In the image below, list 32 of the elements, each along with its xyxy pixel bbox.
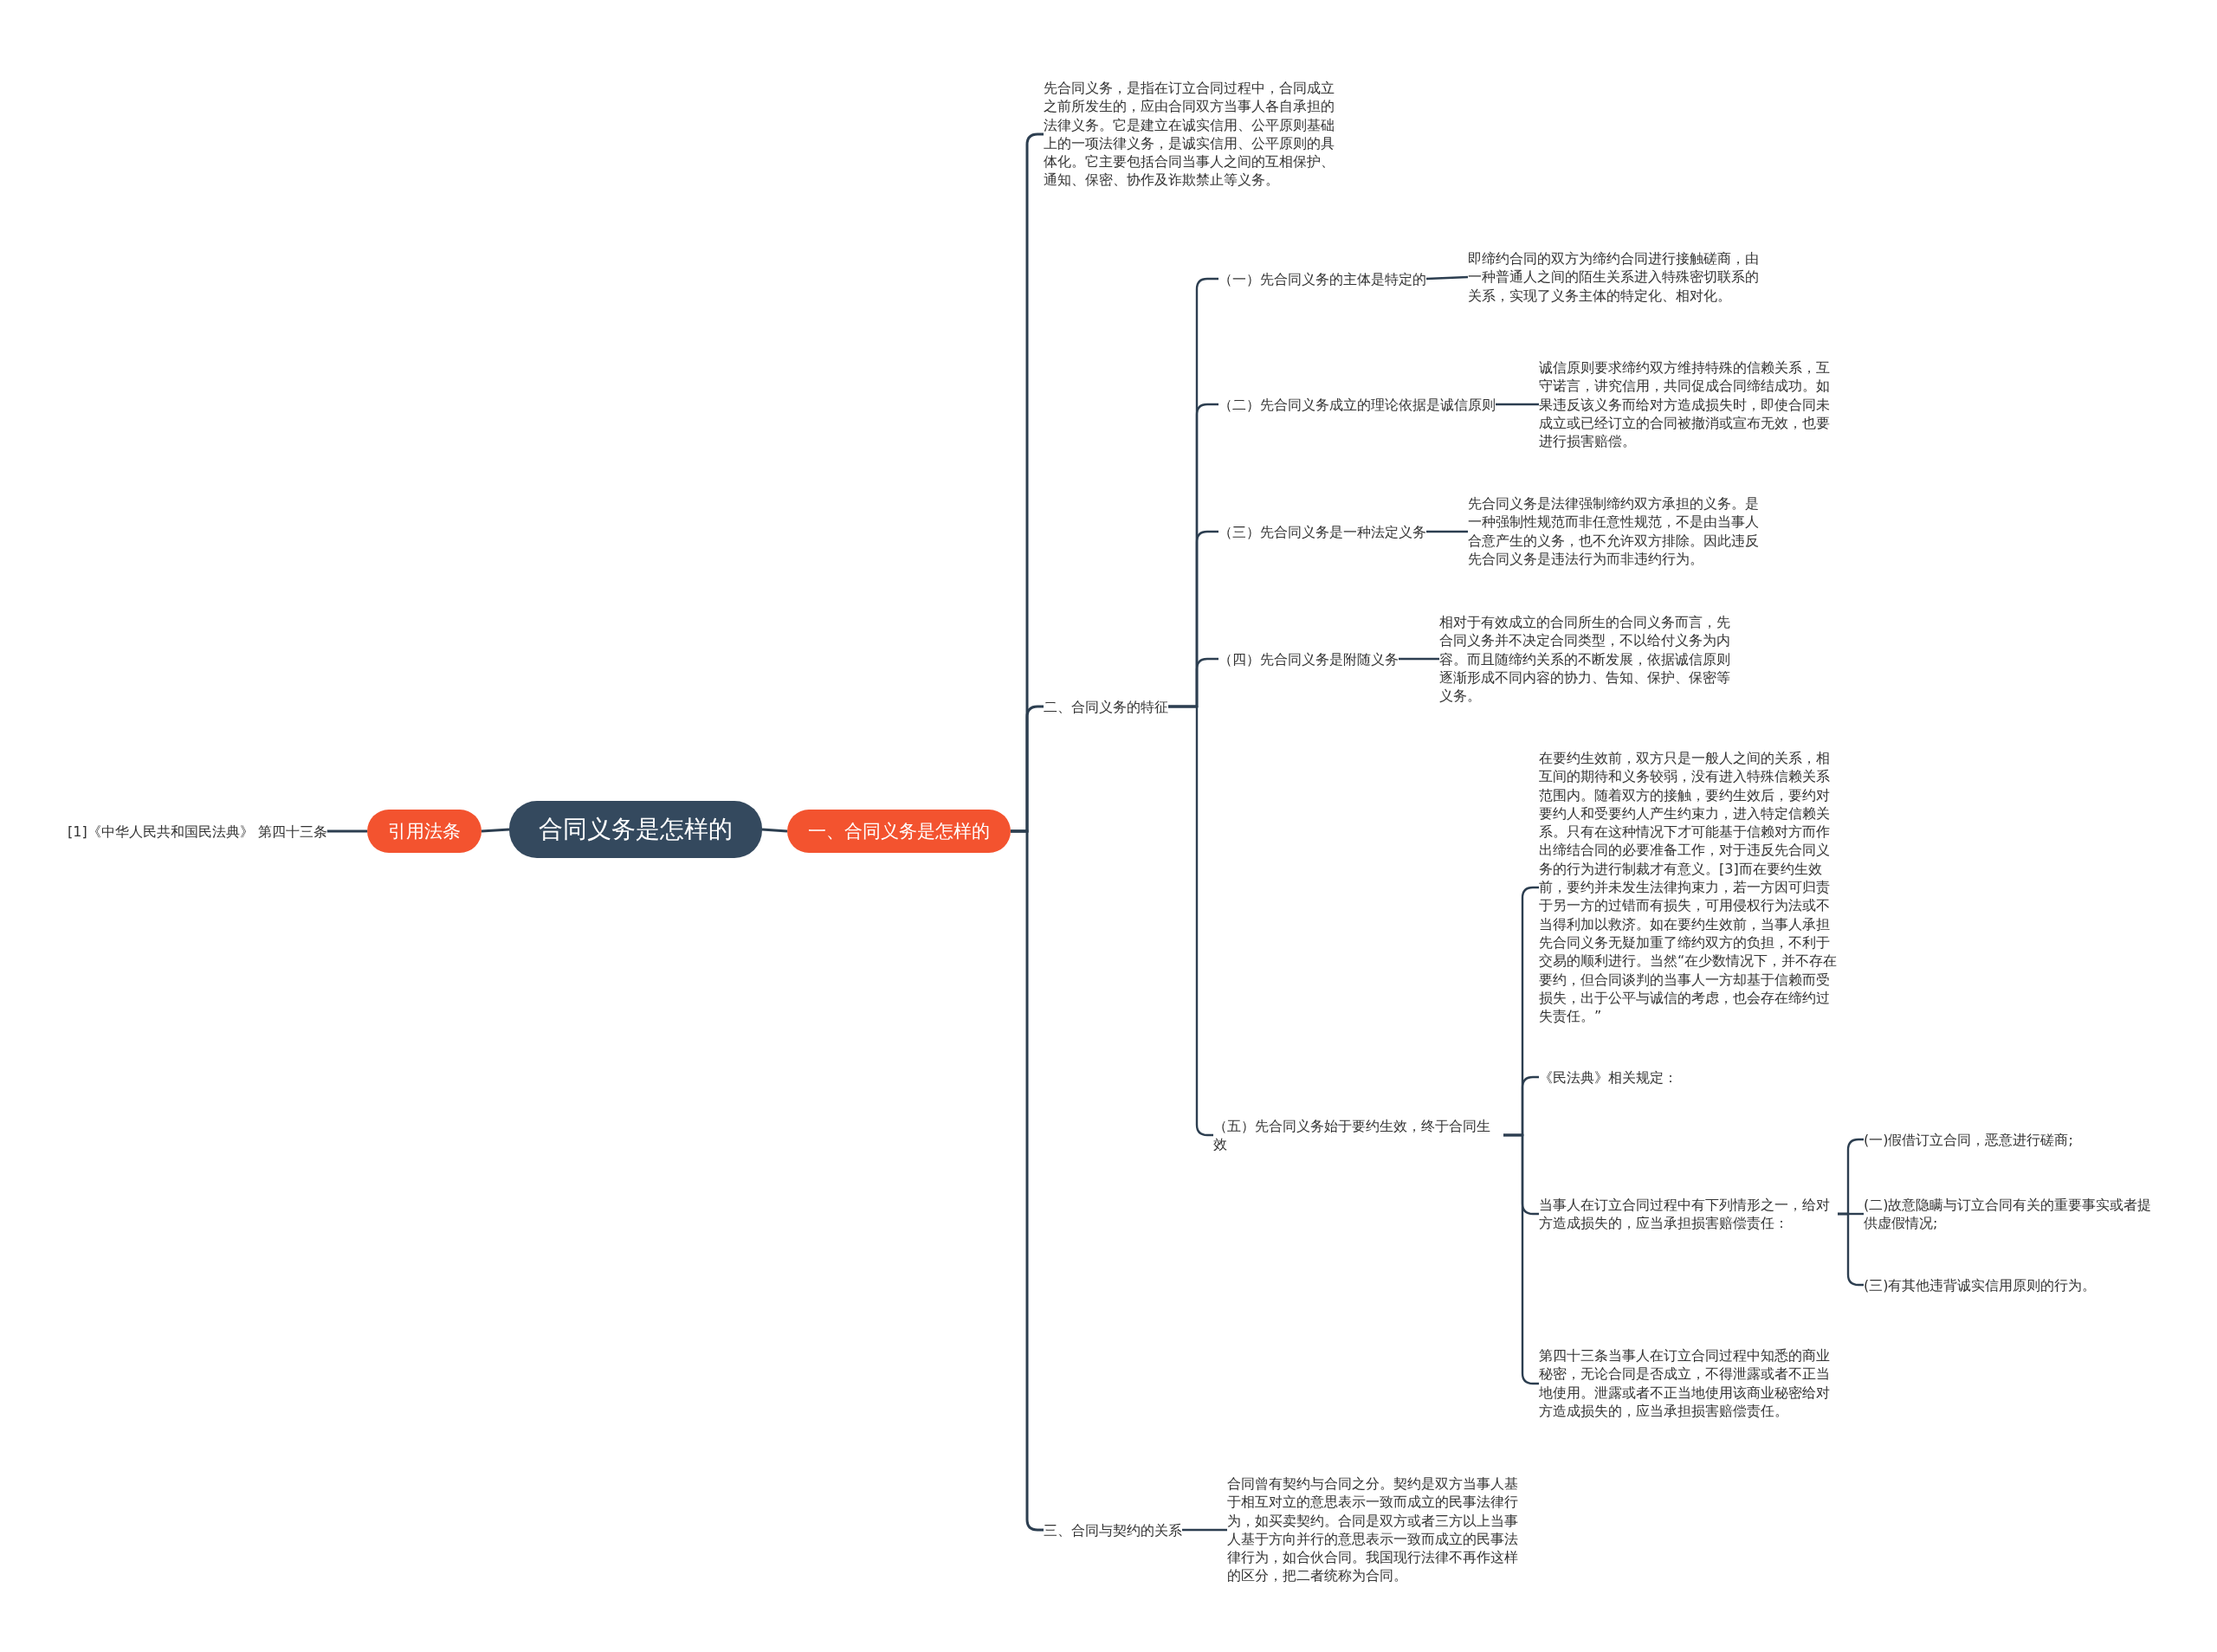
note-text: 当事人在订立合同过程中有下列情形之一，给对方造成损失的，应当承担损害赔偿责任：	[1539, 1195, 1838, 1233]
subtopic-label: 二、合同义务的特征	[1044, 697, 1168, 716]
connector-line	[1425, 275, 1469, 281]
note-text: 即缔约合同的双方为缔约合同进行接触磋商，由一种普通人之间的陌生关系进入特殊密切联系的关系，实现了义务主体的特定化、相对化。	[1468, 249, 1762, 305]
note-text: 先合同义务，是指在订立合同过程中，合同成立之前所发生的，应由合同双方当事人各自承担的法律义务。它是建立在诚实信用、公平原则基础上的一项法律义务，是诚实信用、公平原则的具体化。它主要包括合同当事人之间的互相保护、通知、保密、协作及诈欺禁止等义务。	[1044, 79, 1338, 190]
connector-line	[481, 828, 510, 833]
note-text: 在要约生效前，双方只是一般人之间的关系，相互间的期待和义务较弱，没有进入特殊信赖关系范围内。随着双方的接触，要约生效后，要约对要约人和受要约人产生约束力，进入特定信赖关系。只有在这种情况下才可能基于信赖对方而作出缔结合同的必要准备工作，对于违反先合同义务的行为进行制裁才有意义。[3]而在要约生效前，要约并未发生法律拘束力，若一方因可归责于另一方的过错而有损失，可用侵权行为法或不当得利加以救济。如在要约生效前，当事人承担先合同义务无疑加重了缔约双方的负担，不利于交易的顺利进行。当然“在少数情况下，并不存在要约，但合同谈判的当事人一方却基于信赖而受损失，出于公平与诚信的考虑，也会存在缔约过失责任。”	[1539, 749, 1838, 1026]
note-text: 先合同义务是法律强制缔约双方承担的义务。是一种强制性规范而非任意性规范，不是由当事人合意产生的义务，也不允许双方排除。因此违反先合同义务是违法行为而非违约行为。	[1468, 494, 1762, 569]
subtopic-label: （二）先合同义务成立的理论依据是诚信原则	[1218, 395, 1496, 414]
connector-line	[1426, 530, 1468, 533]
central-topic: 合同义务是怎样的	[509, 801, 762, 858]
branch-topic: 引用法条	[367, 810, 482, 853]
note-text: 合同曾有契约与合同之分。契约是双方当事人基于相互对立的意思表示一致而成立的民事法律行为，如买卖契约。合同是双方或者三方以上当事人基于方向并行的意思表示一致而成立的民事法律行为，如合伙合同。我国现行法律不再作这样的区分，把二者统称为合同。	[1227, 1475, 1522, 1585]
connector-line	[1399, 657, 1439, 661]
branch-topic: 一、合同义务是怎样的	[787, 810, 1011, 853]
connector-line	[761, 828, 788, 833]
connector-line	[1496, 403, 1539, 406]
subtopic-label: [1]《中华人民共和国民法典》 第四十三条	[68, 822, 327, 841]
subtopic-label: (二)故意隐瞒与订立合同有关的重要事实或者提供虚假情况;	[1864, 1196, 2158, 1232]
subtopic-label: (三)有其他违背诚实信用原则的行为。	[1864, 1275, 2097, 1294]
subtopic-label: (一)假借订立合同，恶意进行磋商;	[1864, 1130, 2073, 1149]
subtopic-label: （五）先合同义务始于要约生效，终于合同生效	[1213, 1117, 1503, 1153]
connector-line	[1182, 1528, 1227, 1532]
subtopic-label: 《民法典》相关规定：	[1539, 1068, 1677, 1087]
subtopic-label: （一）先合同义务的主体是特定的	[1218, 269, 1426, 288]
connector-line	[326, 829, 367, 833]
subtopic-label: 三、合同与契约的关系	[1044, 1520, 1182, 1539]
subtopic-label: （三）先合同义务是一种法定义务	[1218, 522, 1426, 541]
subtopic-label: （四）先合同义务是附随义务	[1218, 649, 1399, 668]
note-text: 相对于有效成立的合同所生的合同义务而言，先合同义务并不决定合同类型，不以给付义务为内容。而且随缔约关系的不断发展，依据诚信原则逐渐形成不同内容的协力、告知、保护、保密等义务。	[1439, 612, 1734, 706]
note-text: 诚信原则要求缔约双方维持特殊的信赖关系，互守诺言，讲究信用，共同促成合同缔结成功。如果违反该义务而给对方造成损失时，即使合同未成立或已经订立的合同被撤消或宣布无效，也要进行损害赔偿。	[1539, 358, 1838, 451]
note-text: 第四十三条当事人在订立合同过程中知悉的商业秘密，无论合同是否成立，不得泄露或者不正当地使用。泄露或者不正当地使用该商业秘密给对方造成损失的，应当承担损害赔偿责任。	[1539, 1346, 1838, 1421]
